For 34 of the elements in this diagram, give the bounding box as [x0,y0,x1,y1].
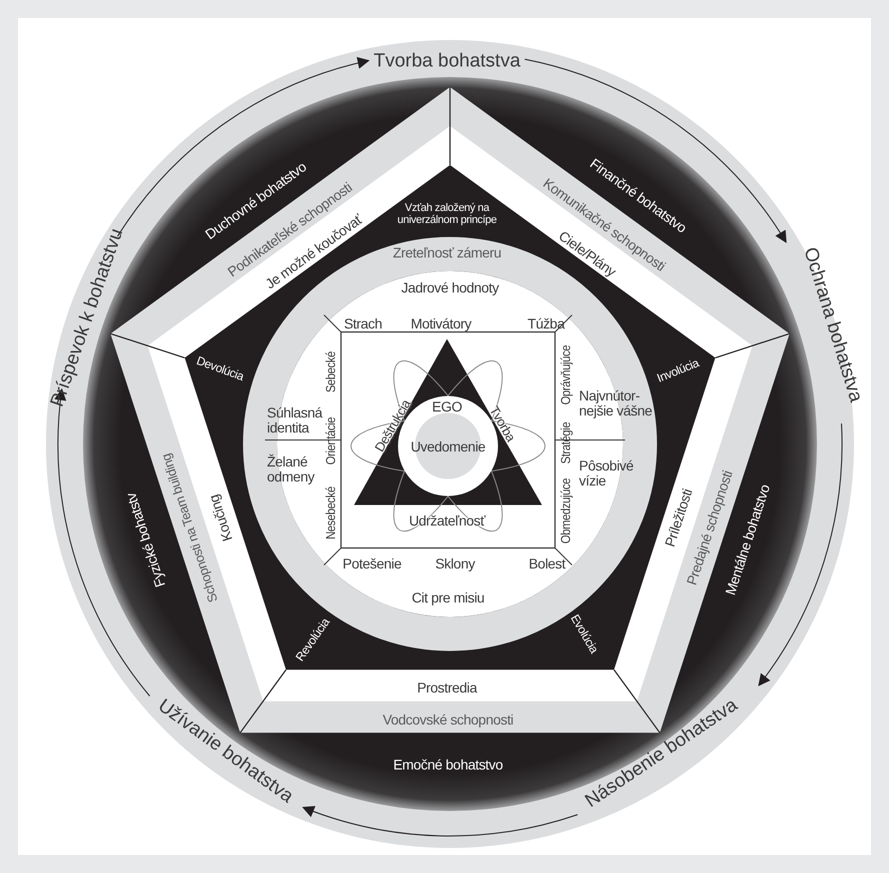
band-label: Koučing [206,492,236,544]
arrow [302,805,578,836]
side-label: Pôsobivé vízie [579,458,634,490]
side-label: Stratégie [558,422,574,464]
arrow [758,423,842,686]
corner-label: Túžba [528,316,564,332]
band-label: Prostredia [417,680,477,696]
stage-label: Ochrana bohatstva [798,245,866,405]
side-label: Najvnútor- nejšie vášne [579,388,653,420]
side-label: Sklony [435,556,475,572]
arrow [117,58,370,237]
center-label: Jadrové hodnoty [401,280,499,296]
band-label: Fyzické bohatstv [124,491,168,589]
side-label: Orientácie [324,417,338,465]
corner-label: Potešenie [342,556,402,572]
center-label: Cit pre misiu [412,590,484,606]
ring-label: Zreteľnosť zámeru [392,245,502,261]
arrow [524,58,787,244]
band-label: Vodcovské schopnosti [382,712,514,728]
side-label: Súhlasná identita [267,406,324,436]
band-label: Emočné bohatstvo [393,757,503,773]
center-label: EGO [432,399,462,415]
side-label: Oprávňujúce [558,345,574,405]
stage-label: Tvorba bohatstva [374,52,520,72]
side-label: Nesebecké [324,486,338,540]
side-label: Obmedzujúce [558,478,574,544]
side-label: Sebecké [324,351,338,393]
side-label: Želané odmeny [267,454,316,486]
corner-label: Bolest [528,556,566,572]
corner-label: Strach [344,316,382,332]
center-label: Uvedomenie [410,439,486,455]
side-label: Motivátory [410,316,472,332]
band-label: Vzťah založený na univerzálnom princípe [396,202,498,226]
arrow [54,388,150,696]
